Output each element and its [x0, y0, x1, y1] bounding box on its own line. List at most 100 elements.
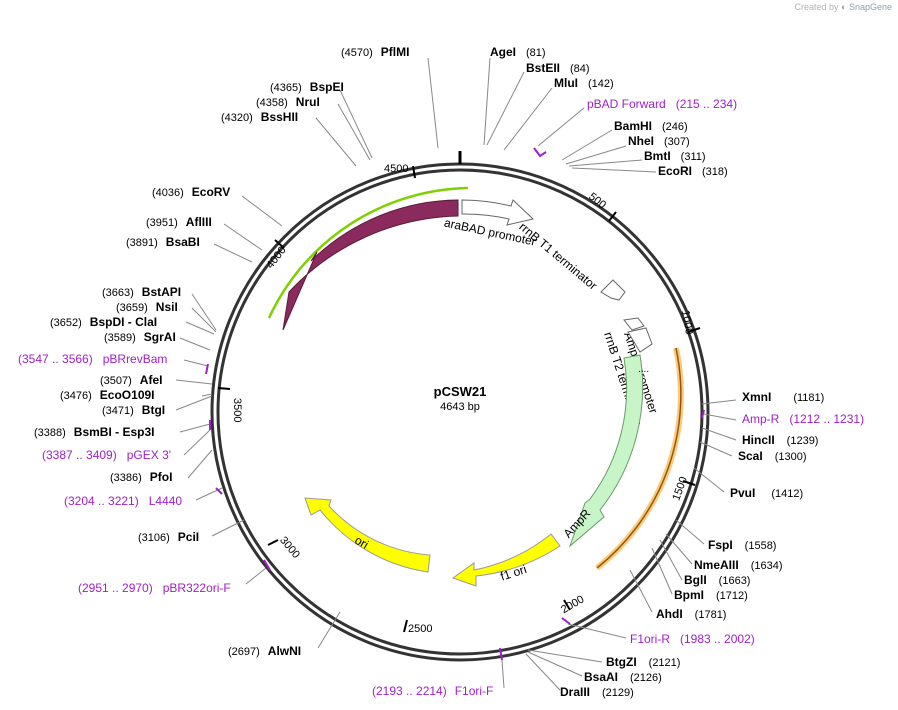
ruler-tick [217, 387, 231, 390]
arac-arrow [282, 199, 459, 331]
enzyme-nrui: (4358)NruI [256, 95, 320, 109]
leader-alwni [317, 611, 341, 649]
ori-arrow [304, 497, 431, 573]
leader-bsteii [486, 71, 525, 146]
ruler-tick [412, 165, 416, 179]
leader-pbr322ori-f [245, 567, 267, 585]
ruler-label-3500: 3500 [231, 398, 243, 422]
primer-pbrrevbam: (3547 .. 3566)pBRrevBam [18, 352, 167, 366]
enzyme-ecorv: (4036)EcoRV [152, 185, 230, 199]
primer-mark-pbrrevbam [205, 363, 209, 375]
enzyme-ahdi: AhdI(1781) [656, 607, 726, 621]
enzyme-pvui: PvuI(1412) [730, 486, 803, 500]
leader-nrui [337, 103, 371, 161]
leader-bsmbi [179, 423, 211, 433]
ruler-label-4000: 4000 [264, 244, 289, 271]
leader-pgex3 [183, 429, 211, 456]
primer-mark-amp-r [701, 409, 705, 419]
enzyme-agei: AgeI(81) [490, 45, 546, 59]
plasmid-name: pCSW21 [434, 384, 487, 399]
leader-ahdi [629, 569, 653, 613]
enzyme-btgi: (3471)BtgI [102, 403, 165, 417]
orf-ellipsis: .... [638, 364, 649, 375]
ruler-tick [682, 480, 696, 486]
enzyme-hincii: HincII(1239) [742, 433, 818, 447]
enzyme-sgrai: (3589)SgrAI [104, 330, 176, 344]
leader-scai [699, 441, 733, 457]
rrnb-t1-terminator-label: rrnB T1 terminator [516, 220, 599, 293]
leader-mlui [503, 87, 553, 151]
enzyme-pfoi: (3386)PfoI [110, 470, 172, 484]
f1-ori-arrow [451, 533, 561, 587]
leader-pfoi [187, 449, 213, 479]
leader-sgrai [179, 337, 211, 351]
leader-pcii [211, 519, 245, 537]
ruler-label-4500: 4500 [384, 163, 408, 175]
leader-btgzi [527, 649, 603, 663]
snapgene-watermark: Created by ◐ SnapGene [794, 2, 892, 12]
enzyme-nsii: (3659)NsiI [116, 300, 178, 314]
ruler-tick [608, 211, 617, 222]
leader-bspdi [185, 321, 215, 335]
enzyme-xmni: XmnI(1181) [742, 390, 824, 404]
primer-pbad-forward: pBAD Forward(215 .. 234) [587, 97, 737, 111]
enzyme-mlui: MluI(142) [554, 76, 614, 90]
enzyme-pflmi: (4570)PflMI [341, 45, 409, 59]
primer-mark-f1ori-f [499, 647, 503, 661]
primer-pbr322ori-f: (2951 .. 2970)pBR322ori-F [78, 581, 231, 595]
ruler-tick [563, 599, 571, 611]
enzyme-bspdi-clai: (3652)BspDI - ClaI [50, 315, 157, 329]
enzyme-bsshii: (4320)BssHII [221, 110, 298, 124]
snapgene-logo-icon: ◐ [841, 2, 847, 12]
ruler-label-2500: 2500 [408, 623, 432, 635]
leader-bsabi [213, 243, 253, 263]
leader-nhei [565, 145, 627, 165]
enzyme-bgli: BglI(1663) [684, 573, 750, 587]
primer-marks [205, 147, 705, 661]
enzyme-bpmi: BpmI(1712) [674, 588, 748, 602]
backbone-inner [216, 168, 704, 656]
enzyme-afei: (3507)AfeI [100, 373, 162, 387]
primer-mark-f1ori-r [561, 617, 571, 625]
primer-mark-pbr322ori-f [263, 559, 271, 571]
ruler-label-1000: 1000 [679, 309, 695, 335]
ampr-promoter-arrow [623, 317, 645, 331]
primer-pgex3: (3387 .. 3409)pGEX 3' [42, 448, 171, 462]
leader-bsshii [315, 117, 357, 167]
primer-amp-r: Amp-R(1212 .. 1231) [742, 412, 864, 426]
leader-nsii [191, 307, 217, 333]
leader-pbrrevbam [183, 359, 209, 367]
leader-lines [175, 57, 737, 691]
leader-btgi [175, 395, 213, 411]
leader-draiii [525, 653, 561, 691]
primer-f1ori-r: F1ori-R(1983 .. 2002) [630, 632, 755, 646]
leader-agei [483, 57, 491, 146]
primer-l4440: (3204 .. 3221)L4440 [64, 494, 182, 508]
enzyme-bsaai: BsaAI(2126) [584, 670, 662, 684]
leader-pbad-forward [537, 107, 585, 147]
leader-afliii [223, 223, 263, 251]
enzyme-nhei: NheI(307) [628, 134, 690, 148]
leader-amp-r [703, 413, 737, 421]
enzyme-bsteii: BstEII(84) [526, 61, 590, 75]
enzyme-nmeaiii: NmeAIII(1634) [694, 558, 782, 572]
ruler-tick [687, 327, 701, 333]
leader-hincii [701, 427, 737, 441]
enzyme-bsabi: (3891)BsaBI [126, 235, 200, 249]
enzyme-fspi: FspI(1558) [708, 538, 776, 552]
leader-f1ori-r [567, 623, 627, 639]
leader-f1ori-f [501, 659, 505, 689]
enzyme-bamhi: BamHI(246) [614, 119, 688, 133]
primer-f1ori-f: (2193 .. 2214)F1ori-F [372, 684, 493, 698]
rrnb-t1-terminator-arrow [600, 279, 626, 301]
watermark-prefix: Created by [794, 2, 839, 12]
enzyme-bstapi: (3663)BstAPI [102, 285, 181, 299]
ori-label: ori [352, 533, 371, 552]
ruler-ticks [217, 165, 701, 633]
leader-ecorv [241, 195, 283, 227]
leader-bamhi [561, 129, 613, 161]
leader-pflmi [427, 57, 439, 149]
watermark-brand: SnapGene [848, 2, 892, 12]
ruler-tick [403, 619, 408, 633]
primer-labels: pBAD Forward(215 .. 234) (3547 .. 3566)p… [18, 97, 864, 698]
